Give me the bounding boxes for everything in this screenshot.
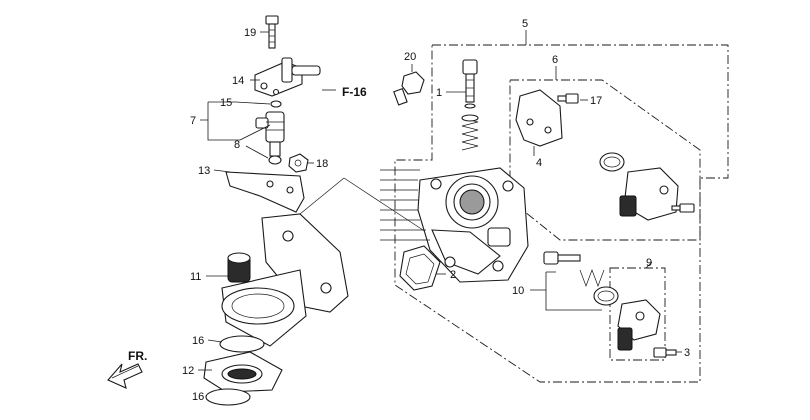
screw-3	[653, 347, 677, 358]
throttle-body-5	[380, 167, 529, 283]
bolt-19	[265, 15, 279, 49]
front-direction-arrow-icon	[107, 363, 143, 389]
callout-16-lower: 16	[192, 391, 204, 403]
callout-8: 8	[234, 139, 240, 151]
callout-10: 10	[512, 285, 524, 297]
callout-6: 6	[552, 54, 558, 66]
o-ring-10	[593, 286, 619, 306]
gasket-2	[399, 245, 441, 291]
callout-9: 9	[646, 257, 652, 269]
callout-7: 7	[190, 115, 196, 127]
throttle-position-sensor	[619, 167, 679, 221]
assembly-boundary-throttle-body	[394, 44, 729, 383]
callout-19: 19	[244, 27, 256, 39]
callout-17: 17	[590, 95, 602, 107]
callout-1: 1	[436, 87, 442, 99]
screw-sensor	[671, 203, 695, 213]
spring	[461, 114, 479, 151]
screw-1	[462, 59, 478, 109]
reference-f16: F-16	[342, 85, 367, 99]
assembly-boundary-iacv	[609, 267, 666, 361]
spring-10	[579, 269, 605, 287]
callout-15: 15	[220, 97, 232, 109]
callout-4: 4	[536, 157, 542, 169]
callout-2: 2	[450, 269, 456, 281]
callout-16-upper: 16	[192, 335, 204, 347]
bracket-4	[515, 89, 563, 147]
front-direction-label: FR.	[128, 349, 147, 363]
spacer-12	[203, 351, 283, 393]
bolt-10	[543, 251, 581, 265]
o-ring-16-upper	[219, 335, 265, 353]
callout-3: 3	[684, 347, 690, 359]
callout-11: 11	[190, 271, 201, 283]
callout-14: 14	[232, 75, 244, 87]
idle-air-control-valve-9	[617, 299, 661, 351]
fuel-injector-7	[255, 111, 285, 157]
bolt-20	[393, 71, 425, 106]
callout-18: 18	[316, 158, 328, 170]
callout-12: 12	[182, 365, 194, 377]
o-ring-sensor	[599, 152, 625, 172]
callout-5: 5	[522, 18, 528, 30]
nut-18	[288, 153, 309, 173]
seal-8	[268, 155, 282, 165]
callout-20: 20	[404, 51, 416, 63]
intake-insulator-11	[221, 213, 349, 347]
bolt-17	[557, 93, 579, 104]
o-ring-16-lower	[205, 388, 251, 406]
o-ring-15	[270, 100, 282, 108]
bracket-13	[225, 171, 305, 213]
callout-13: 13	[198, 165, 210, 177]
fuel-pipe-14	[254, 57, 321, 97]
